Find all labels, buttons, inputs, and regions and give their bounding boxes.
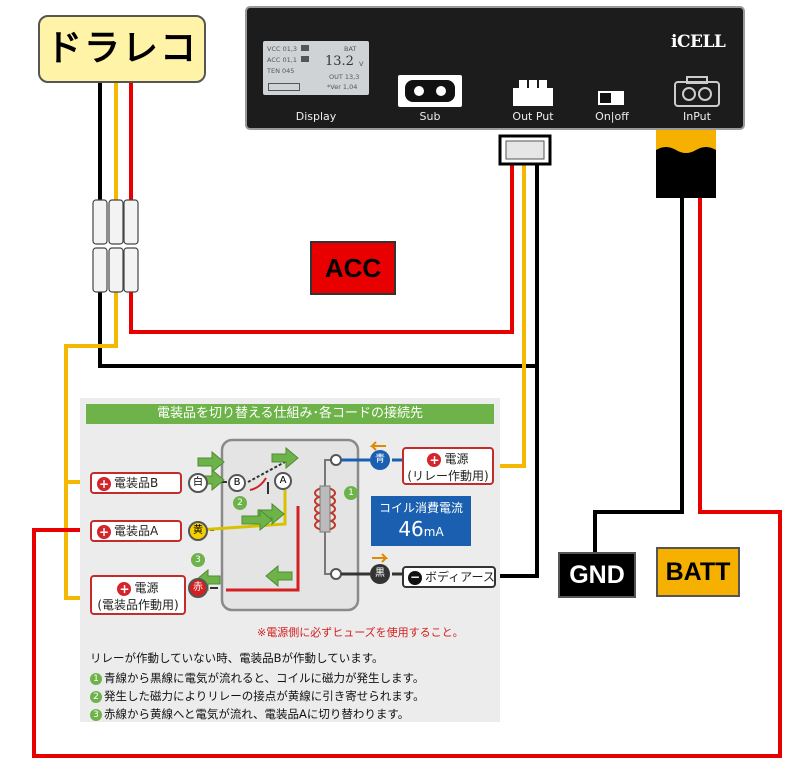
icell-device: iCELL VCC 01,3 ACC 01,1 TEN 045 BAT 13.2… <box>245 6 745 130</box>
lcd-unit: V <box>359 60 364 68</box>
lcd-ten: TEN 045 <box>267 67 295 75</box>
brand-logo: iCELL <box>671 32 726 52</box>
lcd-battery-icon <box>268 83 300 91</box>
tag-device-a: +電装品A <box>90 520 182 542</box>
step-number-icon: 1 <box>90 672 102 685</box>
minus-icon: − <box>408 569 422 585</box>
contact-a: A <box>274 472 292 490</box>
acc-label: ACC <box>310 241 396 295</box>
contact-b: B <box>228 474 246 492</box>
lcd-indicator-icon <box>301 45 309 51</box>
lcd-out: OUT 13,3 <box>329 73 360 81</box>
step-text-3: 赤線から黄線へと電気が流れ、電装品Aに切り替わります。 <box>104 707 410 721</box>
port-label-onoff: On|off <box>595 110 629 123</box>
tag-power-device-line2: (電装品作動用) <box>97 598 179 612</box>
tag-body-earth-label: ボディアース <box>425 570 495 584</box>
tag-power-relay-line2: (リレー作動用) <box>407 469 489 483</box>
step-badge-2: 2 <box>233 496 247 510</box>
lcd-bat: BAT <box>344 45 357 53</box>
port-label-output: Out Put <box>512 110 554 123</box>
panel-title: 電装品を切り替える仕組み･各コードの接続先 <box>86 404 494 424</box>
batt-label: BATT <box>656 547 740 597</box>
sub-port-icon <box>398 75 462 107</box>
coil-current-title: コイル消費電流 <box>378 501 463 515</box>
coil-current-unit: mA <box>423 525 444 539</box>
port-label-input: InPut <box>683 110 711 123</box>
dashcam-label: ドラレコ <box>38 15 206 83</box>
coil-current-box: コイル消費電流 46mA <box>371 496 471 546</box>
step-number-icon: 2 <box>90 690 102 703</box>
tag-power-device: +電源 (電装品作動用) <box>90 575 186 615</box>
tag-power-relay-line1: 電源 <box>444 452 469 466</box>
tag-power-relay: +電源 (リレー作動用) <box>402 447 494 485</box>
lcd-indicator-icon <box>301 56 309 62</box>
plus-icon: + <box>427 452 442 467</box>
output-port-icon <box>513 80 553 106</box>
tag-device-b: +電装品B <box>90 472 182 494</box>
input-port-icon <box>674 76 720 107</box>
node-white: 白 <box>188 473 208 493</box>
node-blue: 青 <box>370 450 390 470</box>
description-text: リレーが作動していない時、電装品Bが作動しています。 <box>90 651 384 665</box>
fuse-warning: ※電源側に必ずヒューズを使用すること。 <box>257 626 464 639</box>
port-label-sub: Sub <box>419 110 441 123</box>
port-label-display: Display <box>295 110 337 123</box>
plus-icon: + <box>97 524 111 539</box>
node-black: 黒 <box>370 564 390 584</box>
lcd-display: VCC 01,3 ACC 01,1 TEN 045 BAT 13.2 V OUT… <box>263 41 369 95</box>
step-text-2: 発生した磁力によりリレーの接点が黄線に引き寄せられます。 <box>104 689 425 703</box>
tag-device-b-label: 電装品B <box>114 476 159 490</box>
step-badge-1: 1 <box>344 486 358 500</box>
step-text-1: 青線から黒線に電気が流れると、コイルに磁力が発生します。 <box>104 671 425 685</box>
tag-power-device-line1: 電源 <box>134 581 159 595</box>
node-red: 赤 <box>188 578 208 598</box>
lcd-vcc: VCC 01,3 <box>267 45 298 53</box>
step-number-icon: 3 <box>90 708 102 721</box>
tag-device-a-label: 電装品A <box>114 524 159 538</box>
plus-icon: + <box>117 581 132 596</box>
plus-icon: + <box>97 476 111 491</box>
lcd-ver: *Ver 1,04 <box>327 83 358 91</box>
gnd-label: GND <box>558 552 636 598</box>
node-yellow: 黄 <box>188 521 208 541</box>
tag-body-earth: −ボディアース <box>402 566 496 588</box>
on-off-switch-icon <box>598 91 624 105</box>
coil-current-value: 46 <box>398 517 424 541</box>
step-badge-3: 3 <box>191 553 205 567</box>
lcd-acc: ACC 01,1 <box>267 56 297 64</box>
lcd-voltage: 13.2 <box>325 54 354 69</box>
